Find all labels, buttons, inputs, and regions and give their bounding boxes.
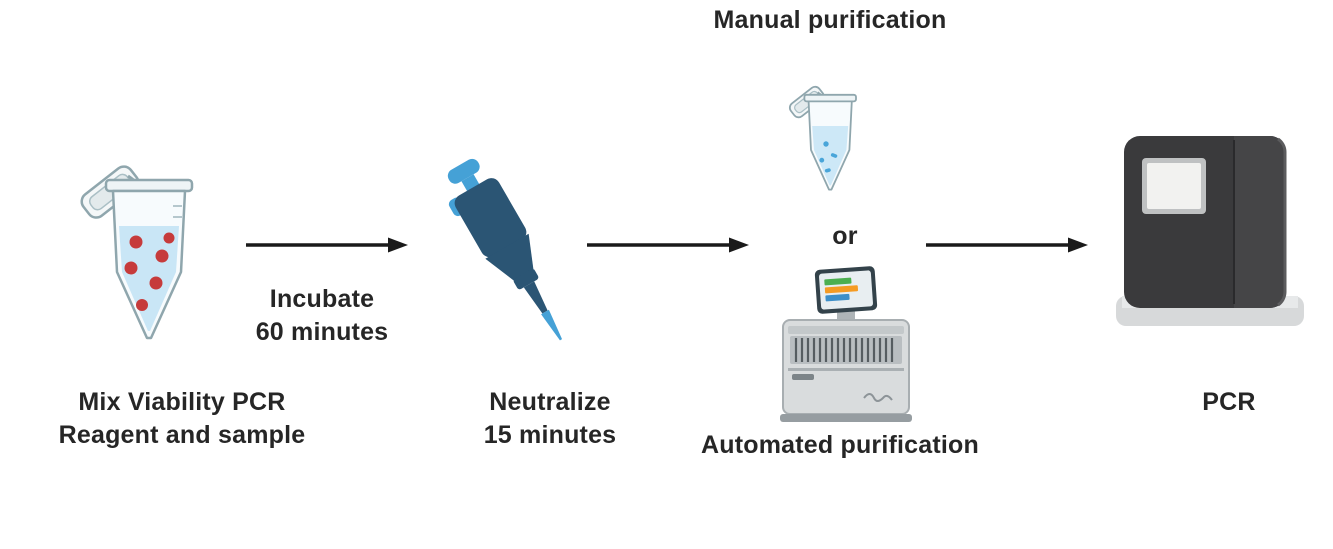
pcr-thermocycler-icon (1116, 136, 1304, 326)
purification-tube-icon (788, 85, 857, 191)
neutralize-label-line1: Neutralize (489, 388, 611, 416)
step1-label: Mix Viability PCR Reagent and sample (27, 386, 337, 452)
automated-purification-instrument-icon (780, 266, 912, 422)
manual-purification-label-text: Manual purification (713, 6, 947, 34)
automated-purification-label: Automated purification (655, 429, 1025, 462)
neutralize-label: Neutralize 15 minutes (455, 386, 645, 452)
automated-purification-label-text: Automated purification (700, 431, 979, 459)
step1-label-line2: Reagent and sample (58, 421, 306, 449)
pipette-icon (447, 158, 563, 341)
incubate-label-line2: 60 minutes (255, 318, 389, 346)
pcr-label-text: PCR (1202, 388, 1256, 416)
manual-purification-label: Manual purification (670, 4, 990, 37)
arrow-right-icon (926, 237, 1088, 253)
neutralize-label-line2: 15 minutes (483, 421, 617, 449)
microcentrifuge-tube-icon (80, 165, 194, 340)
or-label-text: or (832, 222, 858, 250)
step1-label-line1: Mix Viability PCR (78, 388, 286, 416)
arrow-right-icon (246, 237, 408, 253)
or-label: or (800, 220, 890, 253)
incubate-label-line1: Incubate (269, 285, 375, 313)
arrow-right-icon (587, 237, 749, 253)
pcr-label: PCR (1154, 386, 1304, 419)
incubate-label: Incubate 60 minutes (230, 283, 414, 349)
